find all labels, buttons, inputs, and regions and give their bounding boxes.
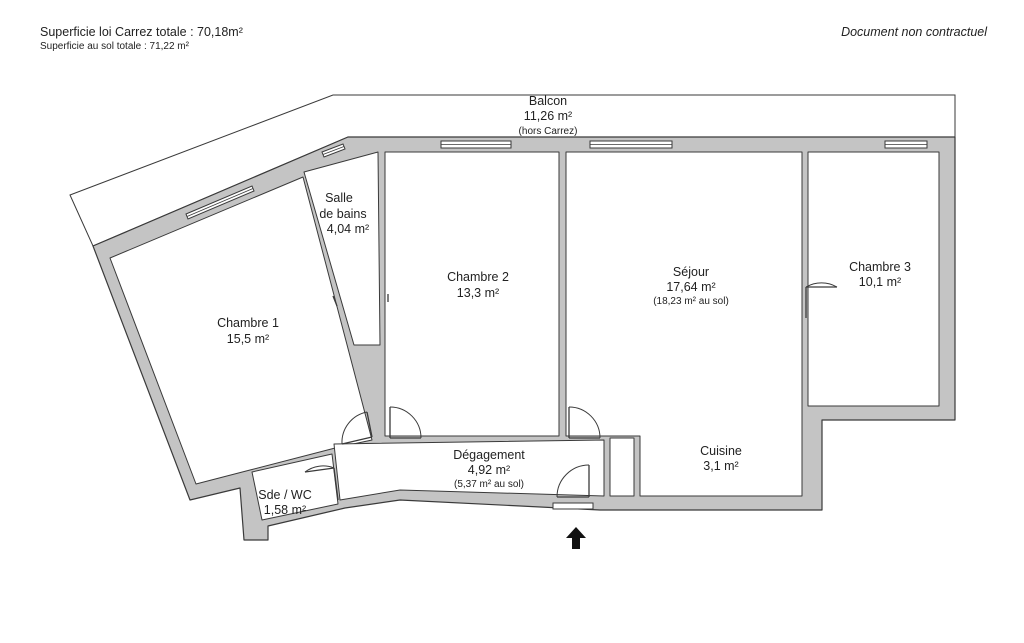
salle-de-bains-name-1: Salle	[325, 191, 353, 205]
door-sejour	[568, 406, 601, 439]
room-sejour-cuisine	[565, 151, 803, 497]
entrance-arrow-icon	[566, 527, 586, 549]
cuisine-name: Cuisine	[700, 444, 742, 458]
salle-de-bains-area: 4,04 m²	[327, 222, 369, 236]
storage-closet	[609, 437, 635, 497]
room-salle-de-bains	[303, 151, 381, 346]
chambre-1-name: Chambre 1	[217, 316, 279, 330]
total-carrez-area: Superficie loi Carrez totale : 70,18m²	[40, 25, 243, 39]
window-chambre-1	[185, 185, 255, 220]
door-chambre-2	[389, 406, 422, 439]
room-chambre-3	[807, 151, 940, 407]
room-chambre-2	[384, 151, 560, 437]
sejour-area: 17,64 m²	[666, 280, 715, 294]
sde-wc-name: Sde / WC	[258, 488, 312, 502]
chambre-3-area: 10,1 m²	[859, 275, 901, 289]
window-chambre-3	[884, 140, 928, 149]
door-chambre-1	[341, 411, 373, 445]
chambre-3-name: Chambre 3	[849, 260, 911, 274]
room-degagement	[333, 439, 605, 501]
total-floor-area: Superficie au sol totale : 71,22 m²	[40, 41, 189, 52]
degagement-area: 4,92 m²	[468, 463, 510, 477]
door-sde-wc	[304, 465, 339, 501]
cuisine-area: 3,1 m²	[703, 459, 738, 473]
chambre-2-name: Chambre 2	[447, 270, 509, 284]
degagement-name: Dégagement	[453, 448, 525, 462]
window-salle-de-bains	[321, 143, 346, 158]
chambre-1-area: 15,5 m²	[227, 332, 269, 346]
door-chambre-3	[805, 282, 838, 318]
door-entrance	[552, 464, 594, 510]
balcon-note: (hors Carrez)	[519, 126, 578, 137]
chambre-2-area: 13,3 m²	[457, 286, 499, 300]
door-salle-de-bains	[332, 294, 389, 307]
balcon-name: Balcon	[529, 94, 567, 108]
degagement-note: (5,37 m² au sol)	[454, 479, 524, 490]
disclaimer: Document non contractuel	[841, 25, 987, 39]
window-sejour	[589, 140, 673, 149]
sejour-note: (18,23 m² au sol)	[653, 296, 729, 307]
sde-wc-area: 1,58 m²	[264, 503, 306, 517]
window-chambre-2	[440, 140, 512, 149]
sejour-name: Séjour	[673, 265, 709, 279]
balcon-area: 11,26 m²	[524, 109, 572, 123]
salle-de-bains-name-2: de bains	[319, 207, 366, 221]
